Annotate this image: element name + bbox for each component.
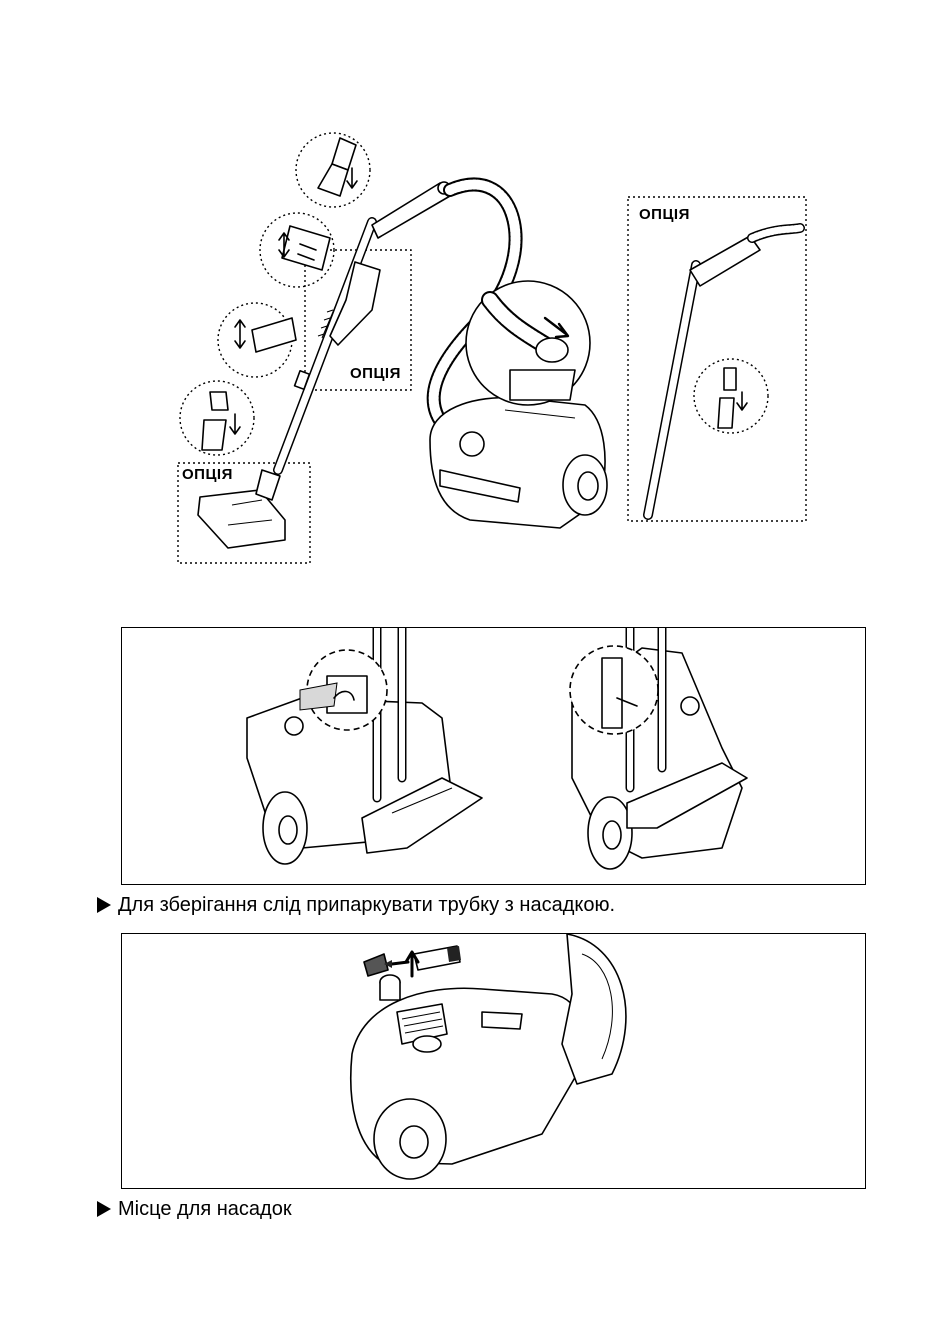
option-label-handle: ОПЦІЯ bbox=[348, 366, 403, 382]
vacuum-open-lid bbox=[351, 934, 626, 1179]
parked-vacuum-right bbox=[570, 628, 747, 869]
assembly-illustration bbox=[0, 0, 945, 600]
accessory-figure-frame bbox=[121, 933, 866, 1189]
vacuum-body bbox=[430, 398, 607, 528]
detail-circle-3 bbox=[218, 303, 296, 377]
bullet-triangle-icon bbox=[97, 897, 111, 913]
detail-circle-4 bbox=[180, 381, 254, 455]
accessory-illustration bbox=[122, 934, 864, 1187]
parked-vacuum-left bbox=[247, 628, 482, 864]
straight-tube-detail bbox=[694, 359, 768, 433]
option-label-nozzle: ОПЦІЯ bbox=[180, 467, 235, 483]
hose-connection-detail bbox=[466, 281, 590, 405]
parking-figure-frame bbox=[121, 627, 866, 885]
accessory-caption-text: Місце для насадок bbox=[118, 1197, 292, 1221]
detail-circle-1 bbox=[296, 133, 370, 207]
parking-caption: Для зберігання слід припаркувати трубку … bbox=[97, 893, 615, 917]
detail-circle-2 bbox=[260, 213, 334, 287]
parking-caption-text: Для зберігання слід припаркувати трубку … bbox=[118, 893, 615, 917]
parking-illustration bbox=[122, 628, 864, 883]
bullet-triangle-icon bbox=[97, 1201, 111, 1217]
accessory-caption: Місце для насадок bbox=[97, 1197, 292, 1221]
handle bbox=[330, 182, 450, 345]
option-label-right: ОПЦІЯ bbox=[637, 207, 692, 223]
